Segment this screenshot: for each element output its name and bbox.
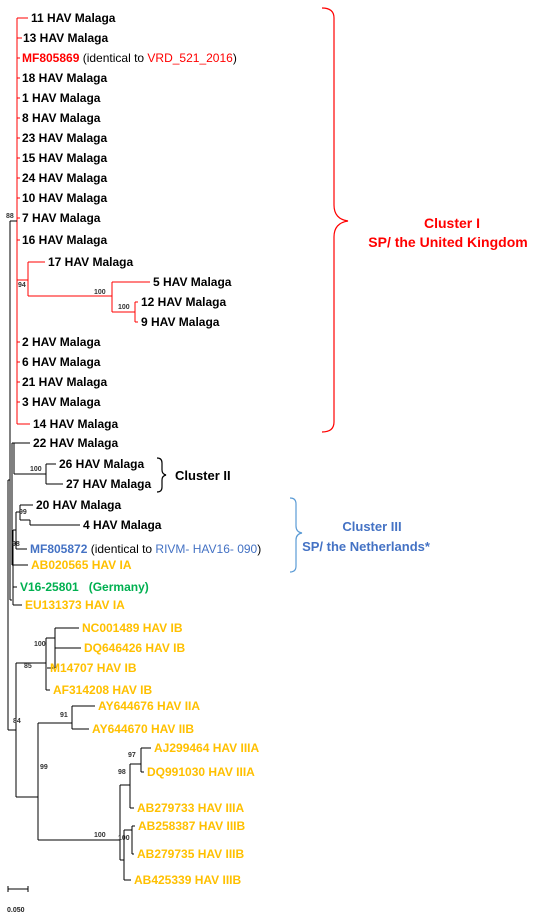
taxon-label: 14 HAV Malaga bbox=[33, 417, 118, 431]
cluster-i-brace bbox=[321, 7, 349, 433]
taxon-label: 10 HAV Malaga bbox=[22, 191, 107, 205]
bootstrap-value: 99 bbox=[40, 764, 48, 771]
taxon-label: 8 HAV Malaga bbox=[22, 111, 101, 125]
bootstrap-value: 100 bbox=[34, 641, 46, 648]
cluster-iii-brace bbox=[289, 497, 303, 573]
taxon-label: M14707 HAV IB bbox=[50, 661, 137, 675]
taxon-label: 6 HAV Malaga bbox=[22, 355, 101, 369]
bootstrap-value: 100 bbox=[118, 304, 130, 311]
taxon-label-v16: V16-25801(Germany) bbox=[20, 580, 149, 594]
taxon-label: AY644670 HAV IIB bbox=[92, 722, 194, 736]
taxon-label: 1 HAV Malaga bbox=[22, 91, 101, 105]
bootstrap-value: 100 bbox=[118, 835, 130, 842]
taxon-label: 21 HAV Malaga bbox=[22, 375, 107, 389]
bootstrap-values: 88 94 100 100 100 99 98 100 85 84 91 99 … bbox=[6, 213, 136, 842]
cluster-i-subtitle: SP/ the United Kingdom bbox=[368, 234, 527, 250]
taxon-label: 27 HAV Malaga bbox=[66, 477, 151, 491]
taxon-label: 9 HAV Malaga bbox=[141, 315, 220, 329]
taxon-label: 15 HAV Malaga bbox=[22, 151, 107, 165]
bootstrap-value: 85 bbox=[24, 663, 32, 670]
taxon-label: 18 HAV Malaga bbox=[22, 71, 107, 85]
taxon-label: EU131373 HAV IA bbox=[25, 598, 125, 612]
scale-bar-label: 0.050 bbox=[7, 907, 25, 914]
taxon-label: AF314208 HAV IB bbox=[53, 683, 152, 697]
bootstrap-value: 100 bbox=[30, 466, 42, 473]
taxon-label: AB020565 HAV IA bbox=[31, 558, 132, 572]
bootstrap-value: 98 bbox=[118, 769, 126, 776]
taxon-label: NC001489 HAV IB bbox=[82, 621, 183, 635]
scale-bar bbox=[7, 886, 29, 892]
cluster-i-title: Cluster I bbox=[424, 215, 480, 231]
cluster-iii-title: Cluster III bbox=[342, 519, 401, 534]
bootstrap-value: 98 bbox=[12, 541, 20, 548]
tree-backbone-branches bbox=[7, 220, 151, 881]
taxon-label: 4 HAV Malaga bbox=[83, 518, 162, 532]
taxon-label: 26 HAV Malaga bbox=[59, 457, 144, 471]
taxon-label: DQ646426 HAV IB bbox=[84, 641, 185, 655]
taxon-label: 16 HAV Malaga bbox=[22, 233, 107, 247]
cluster-ii-title: Cluster II bbox=[175, 468, 231, 483]
taxon-label: 3 HAV Malaga bbox=[22, 395, 101, 409]
taxon-labels: 11 HAV Malaga 13 HAV Malaga MF805869 (id… bbox=[20, 11, 261, 887]
taxon-label: 22 HAV Malaga bbox=[33, 436, 118, 450]
taxon-label: DQ991030 HAV IIIA bbox=[147, 765, 255, 779]
taxon-label-mf805869: MF805869 (identical to VRD_521_2016) bbox=[22, 51, 237, 65]
taxon-label: AB425339 HAV IIIB bbox=[134, 873, 241, 887]
bootstrap-value: 100 bbox=[94, 289, 106, 296]
taxon-label: AY644676 HAV IIA bbox=[98, 699, 200, 713]
taxon-label: 2 HAV Malaga bbox=[22, 335, 101, 349]
bootstrap-value: 100 bbox=[94, 832, 106, 839]
taxon-label: 23 HAV Malaga bbox=[22, 131, 107, 145]
taxon-label-mf805872: MF805872 (identical to RIVM- HAV16- 090) bbox=[30, 542, 261, 556]
bootstrap-value: 97 bbox=[128, 752, 136, 759]
taxon-label: AB279733 HAV IIIA bbox=[137, 801, 244, 815]
taxon-label: 13 HAV Malaga bbox=[23, 31, 108, 45]
bootstrap-value: 94 bbox=[18, 282, 26, 289]
bootstrap-value: 91 bbox=[60, 712, 68, 719]
bootstrap-value: 88 bbox=[6, 213, 14, 220]
taxon-label: AB258387 HAV IIIB bbox=[138, 819, 245, 833]
taxon-label: 5 HAV Malaga bbox=[153, 275, 232, 289]
taxon-label: 11 HAV Malaga bbox=[31, 11, 116, 25]
bootstrap-value: 84 bbox=[13, 718, 21, 725]
taxon-label: 7 HAV Malaga bbox=[22, 211, 101, 225]
taxon-label: AB279735 HAV IIIB bbox=[137, 847, 244, 861]
taxon-label: 12 HAV Malaga bbox=[141, 295, 226, 309]
taxon-label: 24 HAV Malaga bbox=[22, 171, 107, 185]
bootstrap-value: 99 bbox=[19, 509, 27, 516]
taxon-label: 20 HAV Malaga bbox=[36, 498, 121, 512]
taxon-label: 17 HAV Malaga bbox=[48, 255, 133, 269]
taxon-label: AJ299464 HAV IIIA bbox=[154, 741, 259, 755]
cluster-iii-subtitle: SP/ the Netherlands* bbox=[302, 539, 431, 554]
cluster-ii-brace bbox=[156, 457, 167, 493]
